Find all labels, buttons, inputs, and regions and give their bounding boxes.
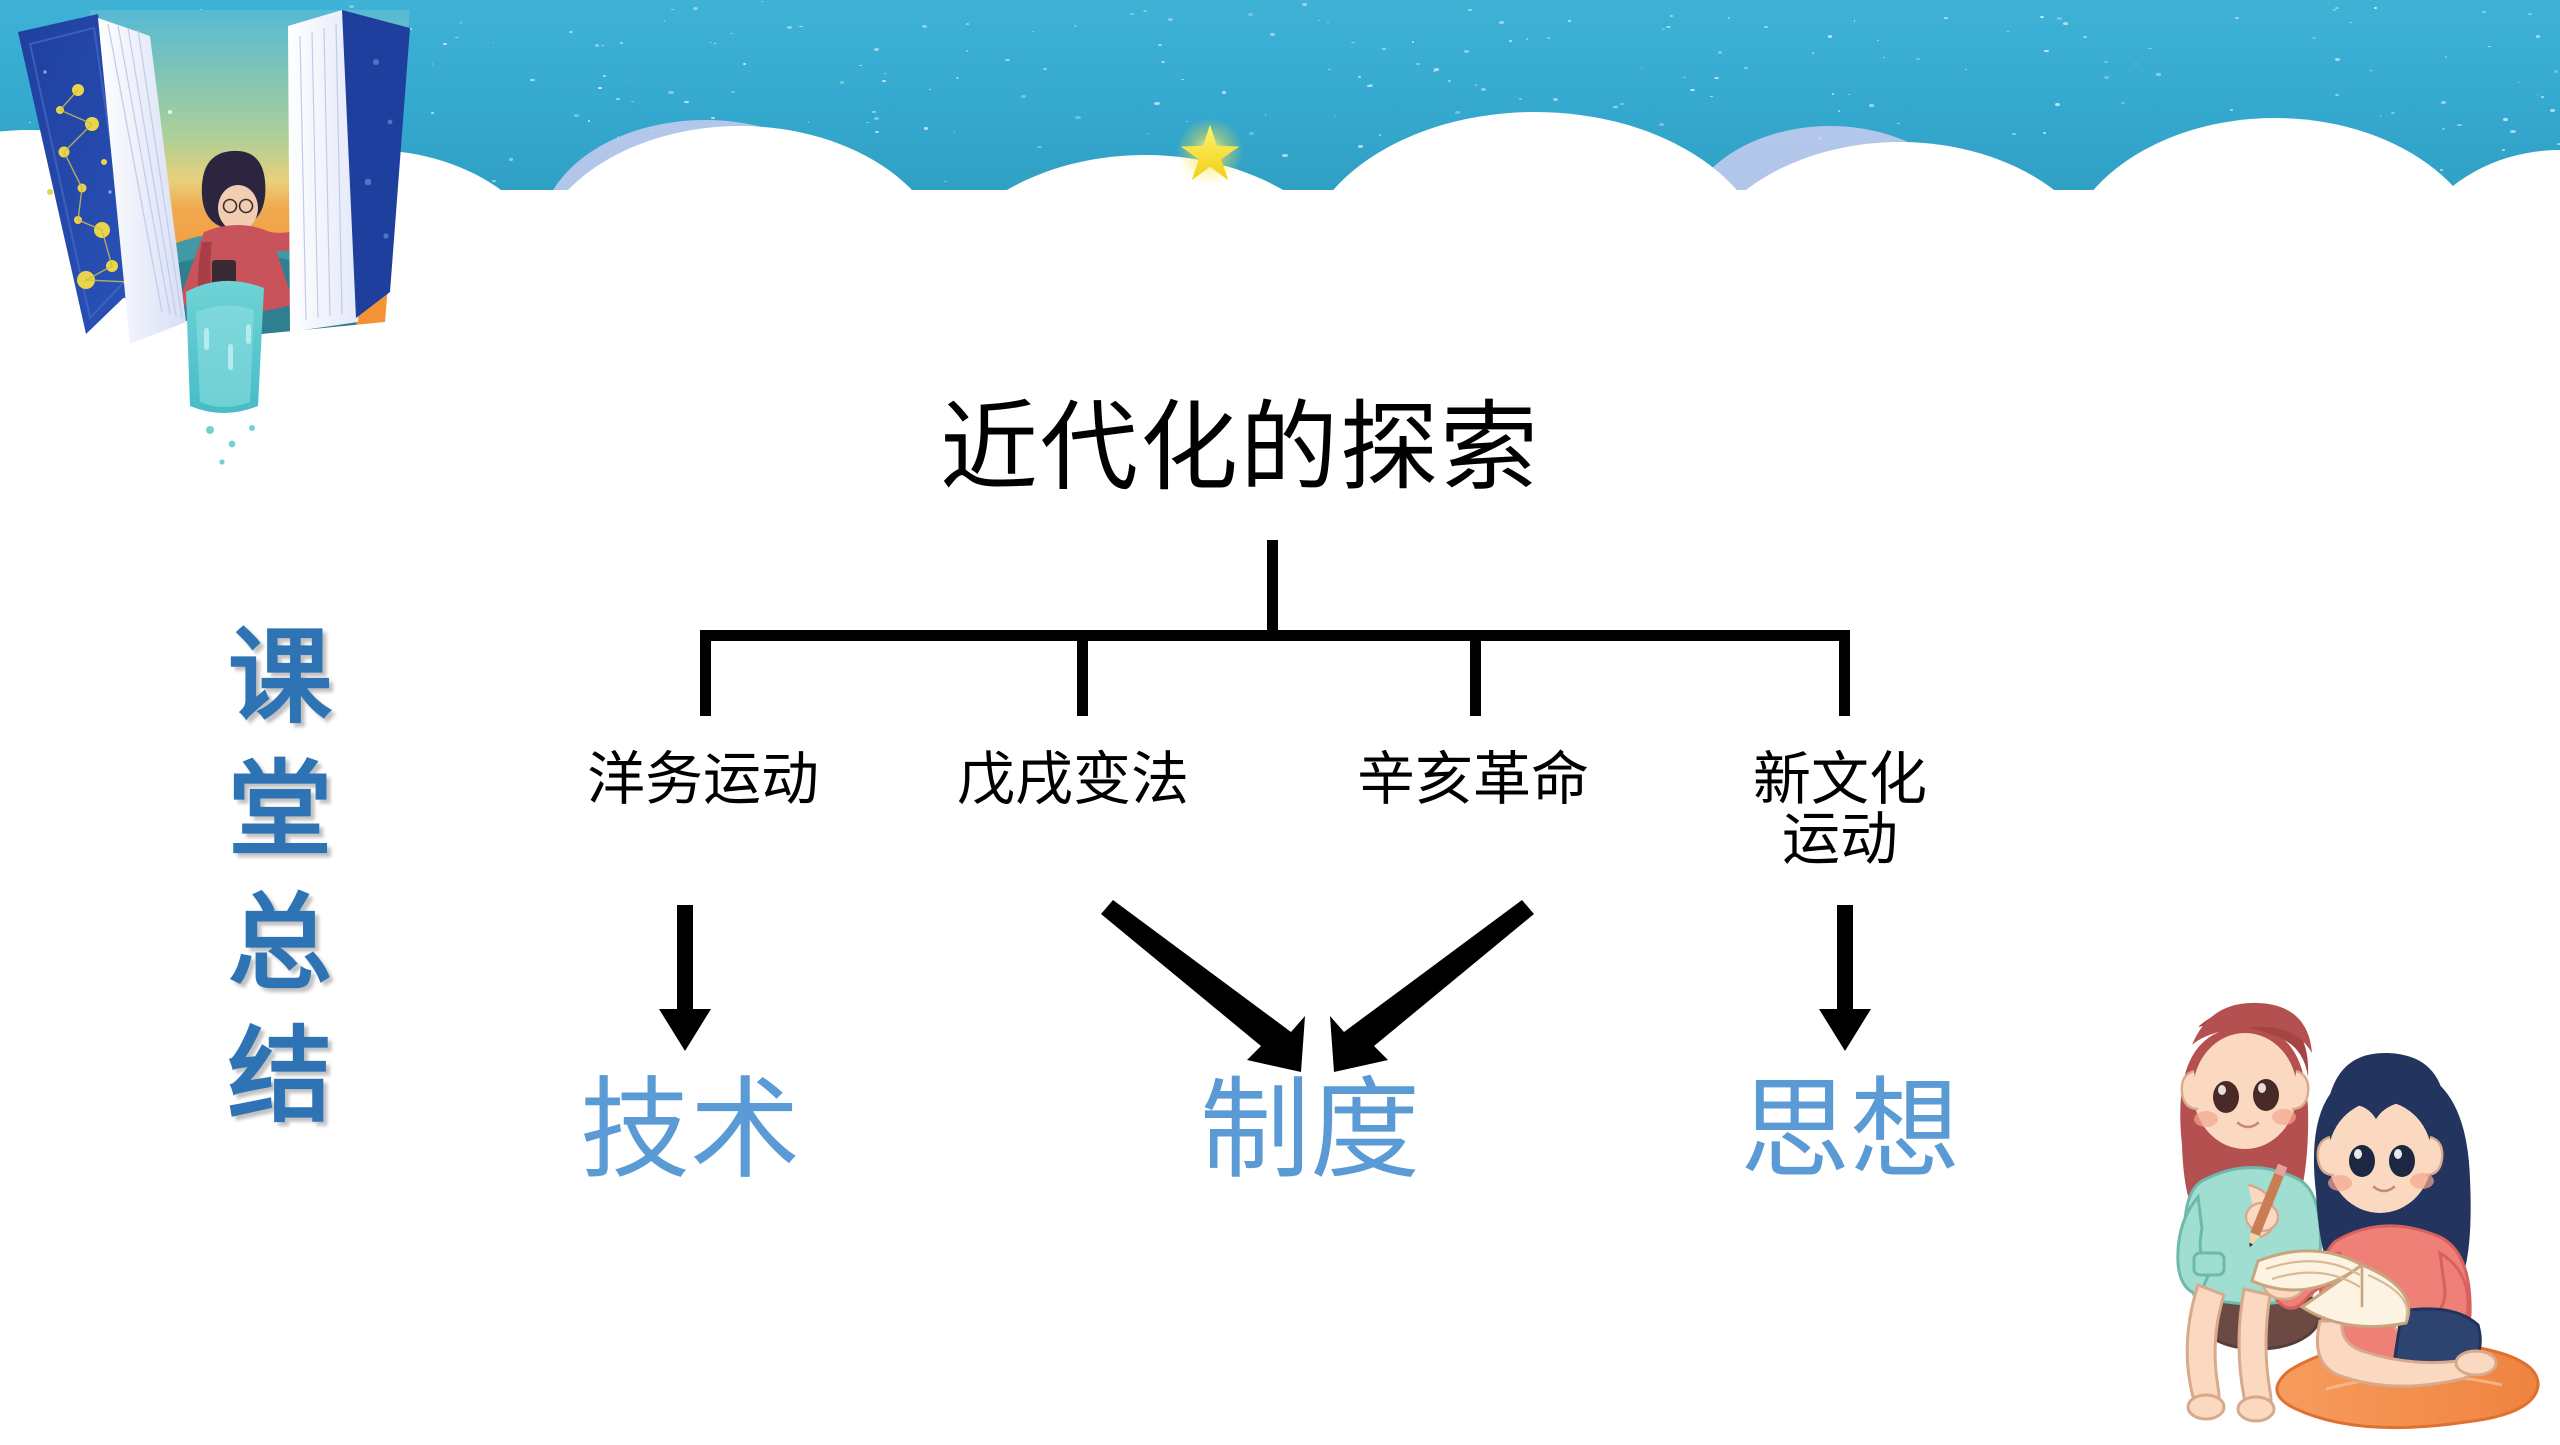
side-heading-char-1: 课 (227, 620, 332, 736)
branch-label-2-line1: 戊戌变法 (956, 747, 1189, 812)
tree-drop-line-4 (1839, 634, 1850, 716)
diagram-title: 近代化的探索 (940, 392, 1541, 502)
branch-label-3-line1: 辛亥革命 (1356, 747, 1589, 812)
branch-label-1-line1: 洋务运动 (586, 747, 819, 812)
tree-drop-line-2 (1077, 634, 1088, 716)
yellow-star-icon (1176, 117, 1244, 185)
cloud-base (0, 190, 2560, 230)
branch-label-4-line1: 新文化 (1752, 747, 1927, 812)
branch-label-4: 新文化 运动 (1735, 750, 1945, 869)
two-girls-reading-illustration (2176, 1002, 2540, 1430)
branch-label-3: 辛亥革命 (1338, 750, 1608, 810)
branch-label-4-line2: 运动 (1781, 806, 1898, 872)
open-book-girl-illustration (18, 10, 410, 465)
arrow-down-to-thought (1819, 905, 1871, 1051)
outcome-thought: 思想 (1740, 1069, 1960, 1192)
side-heading-char-3: 总 (227, 886, 332, 1003)
side-heading: 课 堂 总 结 (205, 612, 355, 1144)
branch-label-1: 洋务运动 (568, 750, 838, 810)
tree-drop-line-3 (1470, 634, 1481, 716)
tree-drop-line-1 (700, 634, 711, 716)
arrow-diagonal-to-system-left (1101, 900, 1305, 1072)
tree-stem-line (1267, 540, 1278, 636)
outcome-system: 制度 (1200, 1069, 1420, 1192)
arrow-diagonal-to-system-right (1330, 900, 1534, 1072)
tree-crossbar-line (700, 630, 1850, 641)
side-heading-char-4: 结 (227, 1019, 332, 1136)
top-banner (0, 0, 2560, 230)
side-heading-char-2: 堂 (227, 753, 332, 870)
outcome-technology: 技术 (580, 1069, 800, 1192)
arrow-down-to-technology (659, 905, 711, 1051)
branch-label-2: 戊戌变法 (938, 750, 1208, 810)
